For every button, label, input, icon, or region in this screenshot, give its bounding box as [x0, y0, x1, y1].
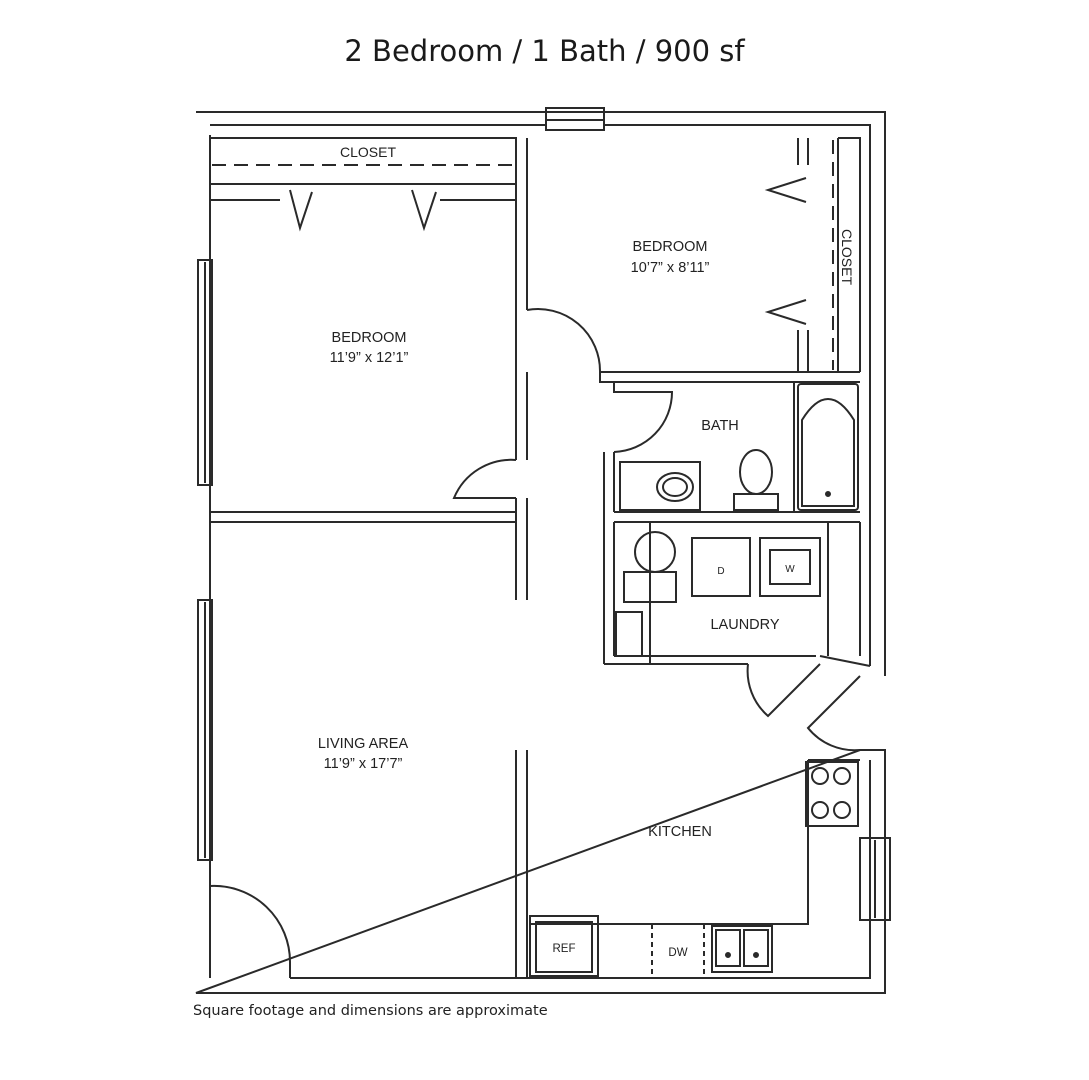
bath-name: BATH [701, 418, 739, 434]
washer [759, 537, 821, 597]
window-kitchen [859, 837, 891, 921]
utility-cabinet [623, 571, 677, 603]
living-name: LIVING AREA [318, 736, 409, 752]
window-living [197, 599, 213, 861]
kitchen-sink [711, 925, 773, 973]
water-heater [634, 531, 676, 573]
footnote: Square footage and dimensions are approx… [193, 1003, 548, 1019]
laundry-name: LAUNDRY [710, 617, 779, 633]
bedroom2-dims: 10’7” x 8’11” [631, 260, 710, 276]
bedroom2-name: BEDROOM [633, 239, 708, 255]
toilet-bowl [739, 449, 773, 495]
sink [656, 472, 694, 502]
exterior-wall-inner [209, 124, 871, 979]
bedroom1-dims: 11’9” x 12’1” [330, 350, 409, 366]
vanity [619, 461, 701, 511]
closet2-label: CLOSET [839, 229, 855, 285]
door-front [209, 884, 292, 978]
plan-title: 2 Bedroom / 1 Bath / 900 sf [344, 34, 745, 68]
closet-2 [797, 138, 809, 372]
kitchen-name: KITCHEN [648, 824, 712, 840]
door-bedroom2 [526, 308, 620, 383]
bathtub [797, 383, 859, 511]
dw-label: DW [668, 947, 687, 959]
window-bedroom1 [197, 259, 213, 486]
closet1-label: CLOSET [340, 144, 396, 160]
ref-label: REF [553, 943, 576, 955]
laundry-shelf [615, 611, 643, 657]
dryer-label: D [717, 566, 724, 577]
door-side [806, 655, 871, 752]
dryer [691, 537, 751, 597]
door-bedroom1 [452, 458, 517, 499]
bedroom1-name: BEDROOM [332, 330, 407, 346]
door-bath [613, 382, 674, 453]
refrigerator [529, 915, 599, 977]
range [805, 761, 859, 827]
door-laundry [746, 663, 821, 718]
exterior-wall-outer [195, 111, 886, 994]
toilet-tank [733, 493, 779, 511]
living-dims: 11’9” x 17’7” [324, 756, 403, 772]
washer-label: W [785, 564, 795, 575]
